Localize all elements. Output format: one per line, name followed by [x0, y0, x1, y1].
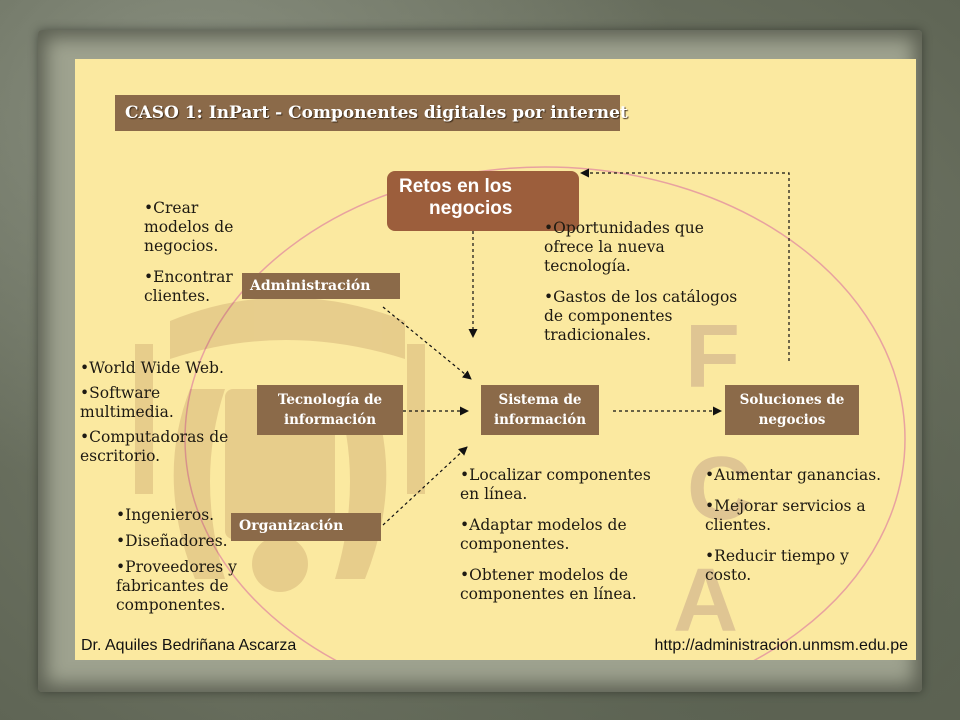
tecnologia-bullets: •World Wide Web. •Software multimedia. •… — [80, 359, 258, 466]
connector-soluciones-feedback-to-retos — [580, 168, 790, 361]
retos-box-line-1: Retos en los — [399, 176, 512, 197]
administracion-bullets: •Crear modelos de negocios. •Encontrar c… — [144, 199, 254, 306]
organizacion-bullets: •Ingenieros. •Diseñadores. •Proveedores … — [116, 506, 240, 615]
list-item: •Mejorar servicios a clientes. — [705, 497, 866, 534]
list-item: •Obtener modelos de componentes en línea… — [460, 566, 637, 603]
administracion-box: Administración — [242, 273, 400, 299]
list-item: •Encontrar clientes. — [144, 268, 233, 305]
list-item: •Diseñadores. — [116, 532, 228, 550]
list-item: •Proveedores y fabricantes de componente… — [116, 558, 237, 614]
list-item: •Gastos de los catálogos de componentes … — [544, 288, 738, 344]
watermark-letter-a: A — [673, 551, 738, 651]
list-item: •Crear modelos de negocios. — [144, 199, 234, 255]
soluciones-box-line-2: negocios — [758, 412, 826, 428]
retos-bullets: •Oportunidades que ofrece la nueva tecno… — [544, 219, 742, 345]
list-item: •Ingenieros. — [116, 506, 215, 524]
list-item: •Reducir tiempo y costo. — [705, 547, 849, 584]
list-item: •Oportunidades que ofrece la nueva tecno… — [544, 219, 704, 275]
footer-author: Dr. Aquiles Bedriñana Ascarza — [81, 637, 297, 654]
tecnologia-box-line-1: Tecnología de — [277, 392, 383, 408]
watermark-letter-c: C — [687, 439, 752, 539]
sistema-de-informacion-box: Sistema de información — [481, 385, 599, 435]
slide: F C A CASO 1: InPart - Componentes digit… — [75, 59, 916, 660]
sistema-bullets: •Localizar componentes en línea. •Adapta… — [460, 466, 668, 604]
connector-administracion-to-sistema — [382, 306, 472, 380]
footer-url[interactable]: http://administracion.unmsm.edu.pe — [654, 637, 908, 654]
list-item: •Adaptar modelos de componentes. — [460, 516, 627, 553]
slide-title: CASO 1: InPart - Componentes digitales p… — [115, 95, 628, 131]
list-item: •Localizar componentes en línea. — [460, 466, 651, 503]
background-ellipse — [184, 166, 906, 660]
connector-organizacion-to-sistema — [382, 446, 468, 526]
list-item: •Software multimedia. — [80, 384, 174, 421]
list-item: •World Wide Web. — [80, 359, 224, 377]
organizacion-box: Organización — [231, 513, 381, 541]
tecnologia-box-line-2: información — [283, 412, 377, 428]
retos-box-line-2: negocios — [429, 198, 513, 219]
soluciones-box-line-1: Soluciones de — [739, 392, 845, 408]
sistema-box-line-2: información — [493, 412, 587, 428]
list-item: •Computadoras de escritorio. — [80, 428, 229, 465]
sistema-box-line-1: Sistema de — [498, 392, 582, 408]
list-item: •Aumentar ganancias. — [705, 466, 882, 484]
soluciones-bullets: •Aumentar ganancias. •Mejorar servicios … — [705, 466, 885, 585]
soluciones-de-negocios-box: Soluciones de negocios — [725, 385, 859, 435]
tecnologia-de-informacion-box: Tecnología de información — [257, 385, 403, 435]
retos-en-los-negocios-box: Retos en los negocios — [387, 171, 579, 231]
